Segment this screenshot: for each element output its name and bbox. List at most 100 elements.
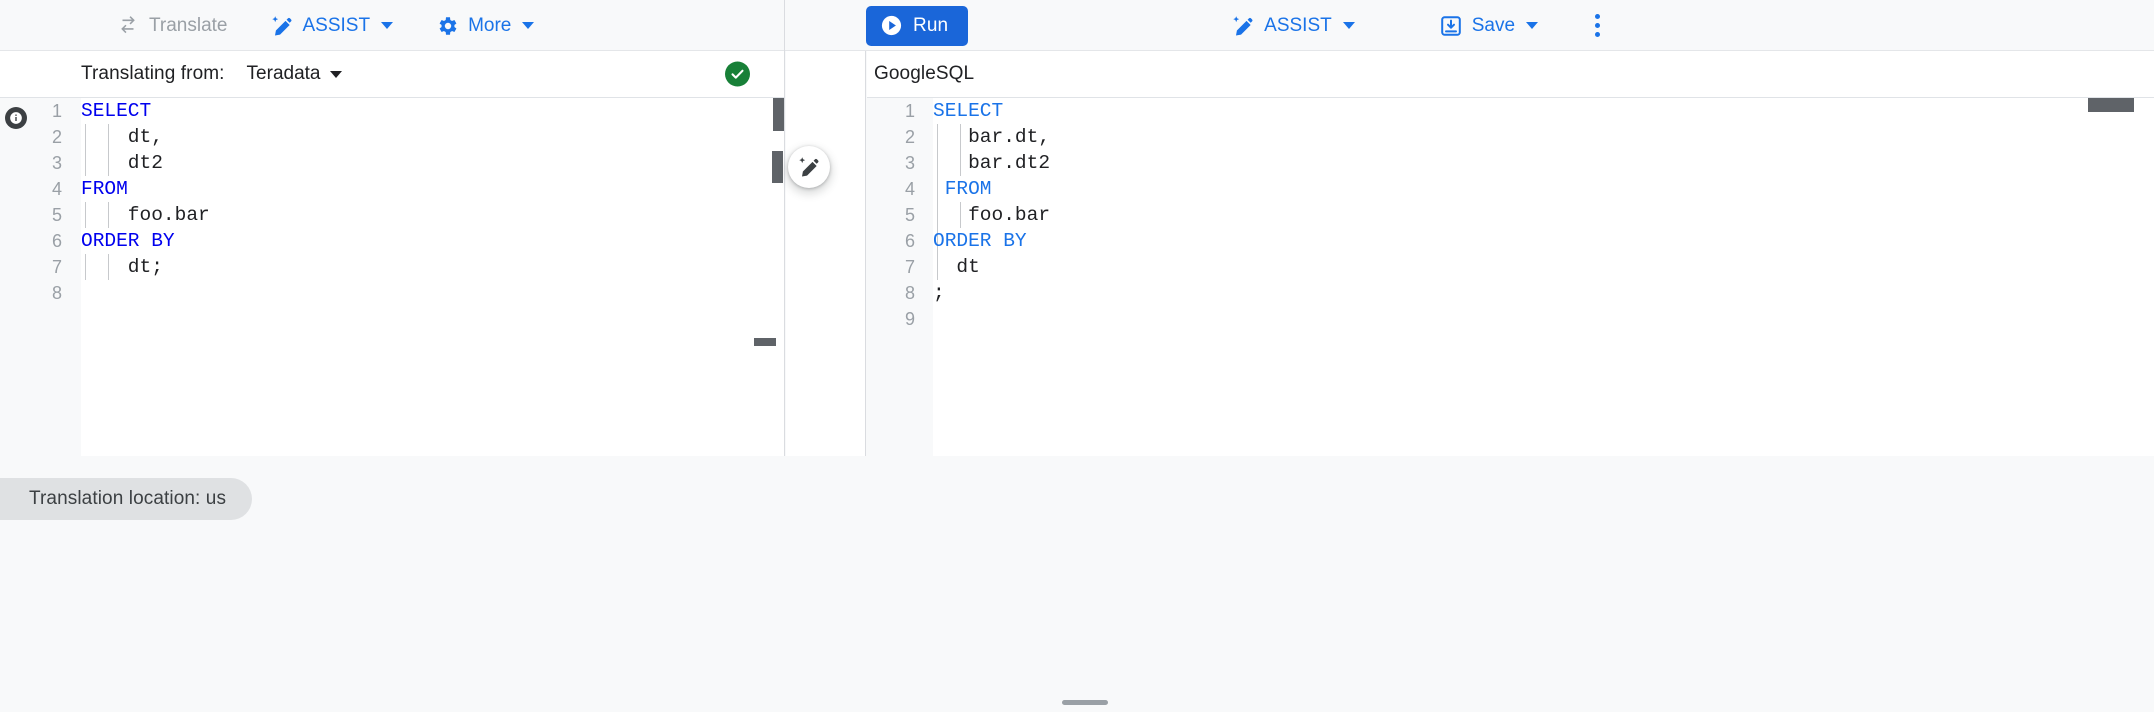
code-text: FROM — [81, 176, 128, 202]
indent-guide — [85, 202, 86, 228]
translation-location-label: Translation location: us — [29, 488, 227, 509]
sql-keyword: FROM — [933, 178, 992, 200]
sql-text: foo.bar — [933, 204, 1051, 226]
sql-keyword: FROM — [81, 178, 128, 200]
assist-label-right: ASSIST — [1264, 14, 1332, 36]
magic-pencil-icon — [1231, 14, 1255, 38]
translate-label: Translate — [149, 14, 228, 36]
indent-guide — [960, 202, 961, 228]
translate-button[interactable]: Translate — [108, 8, 236, 44]
code-text: FROM — [933, 176, 992, 202]
code-line[interactable]: 8 — [0, 280, 784, 306]
save-download-icon — [1439, 14, 1463, 38]
chevron-down-icon — [329, 70, 342, 78]
source-horizontal-scrollbar[interactable] — [754, 338, 776, 346]
code-line[interactable]: 4 FROM — [867, 176, 2154, 202]
kebab-menu-icon[interactable] — [1579, 6, 1615, 46]
check-circle-icon — [725, 61, 750, 87]
code-line[interactable]: 8; — [867, 280, 2154, 306]
pane-resize-handle[interactable] — [772, 151, 783, 183]
assist-button-left[interactable]: ASSIST — [262, 8, 402, 44]
assist-label-left: ASSIST — [302, 14, 371, 36]
sql-text: foo.bar — [81, 204, 210, 226]
sql-keyword: SELECT — [933, 100, 1004, 122]
code-line[interactable]: 3 dt2 — [0, 150, 784, 176]
run-button[interactable]: Run — [866, 5, 969, 46]
target-vertical-scrollbar[interactable] — [2088, 98, 2134, 112]
code-line[interactable]: 9 — [867, 306, 2154, 332]
top-toolbar: Translate ASSIST — [0, 0, 2154, 51]
line-number: 7 — [51, 257, 62, 277]
indent-guide — [108, 202, 109, 228]
source-gutter — [0, 98, 81, 456]
save-label: Save — [1471, 14, 1516, 36]
source-dialect-select[interactable]: Teradata — [247, 63, 342, 85]
save-button[interactable]: Save — [1431, 8, 1546, 44]
info-icon[interactable] — [5, 107, 27, 129]
gear-icon — [435, 14, 459, 38]
code-line[interactable]: 2 bar.dt, — [867, 124, 2154, 150]
indent-guide — [937, 254, 938, 280]
code-text: bar.dt, — [933, 124, 1050, 150]
code-text: foo.bar — [81, 202, 210, 228]
line-number: 9 — [904, 309, 915, 329]
toolbar-right-group: Run ASSIST — [786, 0, 2154, 51]
sql-text: bar.dt, — [933, 126, 1051, 148]
code-line[interactable]: 5 foo.bar — [0, 202, 784, 228]
assist-fab[interactable] — [788, 146, 830, 188]
code-line[interactable]: 2 dt, — [0, 124, 784, 150]
more-button[interactable]: More — [427, 8, 542, 44]
line-number: 8 — [51, 283, 62, 303]
indent-guide — [960, 124, 961, 176]
run-label: Run — [913, 14, 949, 36]
target-pane-header: GoogleSQL — [867, 51, 2154, 98]
sql-text: dt2 — [81, 152, 163, 174]
code-line[interactable]: 5 foo.bar — [867, 202, 2154, 228]
sql-keyword: ORDER BY — [933, 230, 1027, 252]
indent-guide — [937, 124, 938, 280]
pane-divider-column — [786, 51, 866, 456]
toolbar-left-group: Translate ASSIST — [0, 0, 785, 51]
source-vertical-scrollbar[interactable] — [773, 98, 784, 131]
target-gutter — [867, 98, 933, 456]
swap-arrows-icon — [116, 14, 140, 38]
code-text: dt2 — [81, 150, 163, 176]
sql-text: ; — [933, 282, 945, 304]
translation-location-chip: Translation location: us — [0, 478, 253, 520]
sql-text: bar.dt2 — [933, 152, 1051, 174]
line-number: 2 — [51, 127, 62, 147]
code-line[interactable]: 3 bar.dt2 — [867, 150, 2154, 176]
bottom-resize-grip[interactable] — [1062, 700, 1108, 705]
sql-text: dt; — [81, 256, 163, 278]
code-line[interactable]: 7 dt; — [0, 254, 784, 280]
code-text: bar.dt2 — [933, 150, 1050, 176]
code-line[interactable]: 7 dt — [867, 254, 2154, 280]
chevron-down-icon — [522, 22, 535, 29]
code-text: dt, — [81, 124, 163, 150]
editor-panes: Translating from: Teradata — [0, 51, 2154, 456]
line-number: 1 — [904, 101, 915, 121]
target-dialect-label: GoogleSQL — [874, 63, 975, 84]
chevron-down-icon — [381, 22, 394, 29]
line-number: 6 — [51, 231, 62, 251]
line-number: 8 — [904, 283, 915, 303]
indent-guide — [85, 254, 86, 280]
line-number: 5 — [51, 205, 62, 225]
play-circle-icon — [880, 14, 903, 37]
line-number: 2 — [904, 127, 915, 147]
code-text: dt; — [81, 254, 163, 280]
sql-keyword: SELECT — [81, 100, 152, 122]
sql-text: dt — [933, 256, 980, 278]
code-line[interactable]: 1 SELECT — [867, 98, 2154, 124]
assist-button-right[interactable]: ASSIST — [1223, 8, 1363, 44]
